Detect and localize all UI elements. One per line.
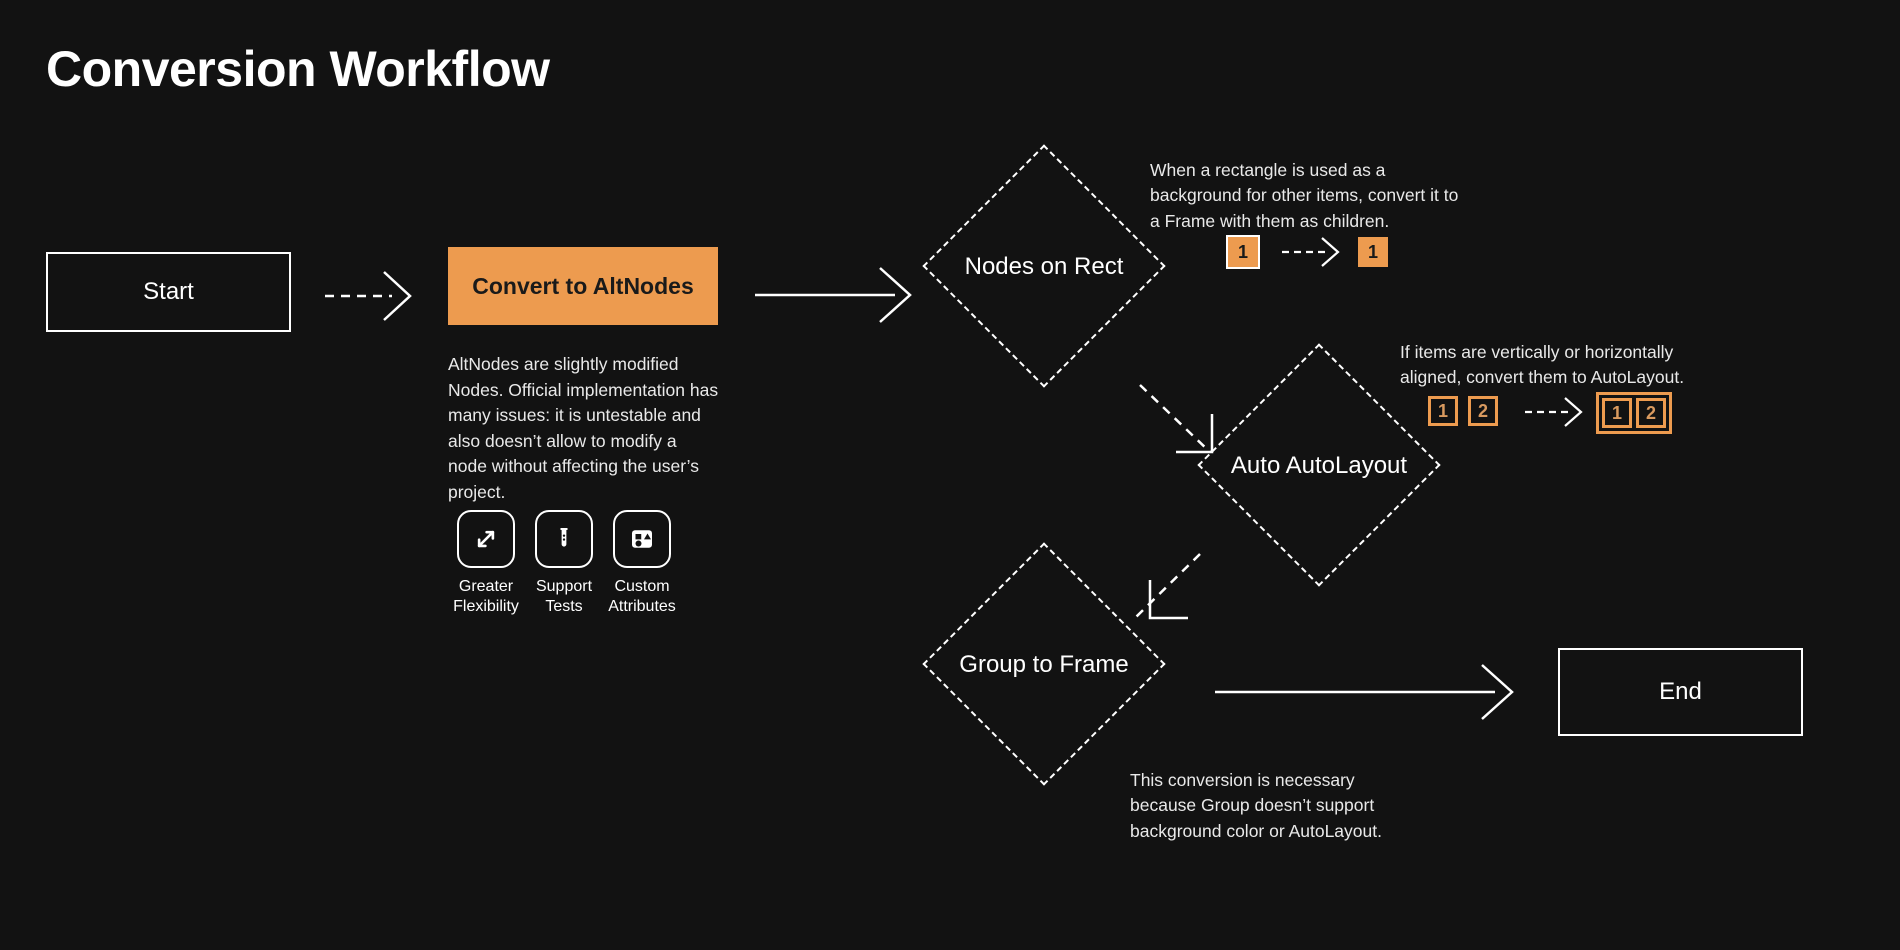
node-start-label: Start xyxy=(143,278,194,305)
node-group-to-frame[interactable] xyxy=(922,542,1166,786)
node-end[interactable]: End xyxy=(1558,648,1803,736)
node-convert-label: Convert to AltNodes xyxy=(472,272,694,299)
expand-arrows-icon xyxy=(457,510,515,568)
illustration-item-2-after: 2 xyxy=(1636,398,1666,428)
arrow-autolayout-to-grouptoframe xyxy=(1134,553,1201,620)
mini-arrow-items-to-autolayout xyxy=(1525,397,1583,427)
illustration-item-2-before: 2 xyxy=(1468,396,1498,426)
illustration-frame-after: 1 xyxy=(1358,237,1388,267)
node-end-label: End xyxy=(1659,678,1702,705)
node-convert-to-altnodes[interactable]: Convert to AltNodes xyxy=(448,247,718,325)
altnodes-description: AltNodes are slightly modified Nodes. Of… xyxy=(448,354,719,502)
illustration-item-1-after: 1 xyxy=(1602,398,1632,428)
page-title: Conversion Workflow xyxy=(46,41,550,97)
illustration-item-1-before: 1 xyxy=(1428,396,1458,426)
illustration-items-after: 1 2 xyxy=(1596,392,1672,434)
illustration-rect-to-frame: 1 xyxy=(1226,235,1260,269)
mini-arrow-rect-to-frame xyxy=(1282,237,1340,267)
illustration-rect-before: 1 xyxy=(1226,235,1260,269)
test-tube-icon xyxy=(535,510,593,568)
illustration-autolayout-frame: 1 2 xyxy=(1596,392,1672,434)
arrow-start-to-convert xyxy=(325,271,412,321)
arrow-convert-to-nodesonrect xyxy=(755,267,912,323)
node-start[interactable]: Start xyxy=(46,252,291,332)
illustration-items-before: 1 2 xyxy=(1428,396,1498,426)
nodes-on-rect-note: When a rectangle is used as a background… xyxy=(1150,160,1459,231)
arrow-nodesonrect-to-autolayout xyxy=(1139,384,1214,454)
group-to-frame-note: This conversion is necessary because Gro… xyxy=(1130,770,1382,841)
shapes-attributes-icon xyxy=(613,510,671,568)
autolayout-note: If items are vertically or horizontally … xyxy=(1400,342,1685,388)
arrow-grouptoframe-to-end xyxy=(1215,664,1514,720)
illustration-frame-after-wrap: 1 xyxy=(1358,237,1388,267)
node-nodes-on-rect[interactable] xyxy=(922,144,1166,388)
